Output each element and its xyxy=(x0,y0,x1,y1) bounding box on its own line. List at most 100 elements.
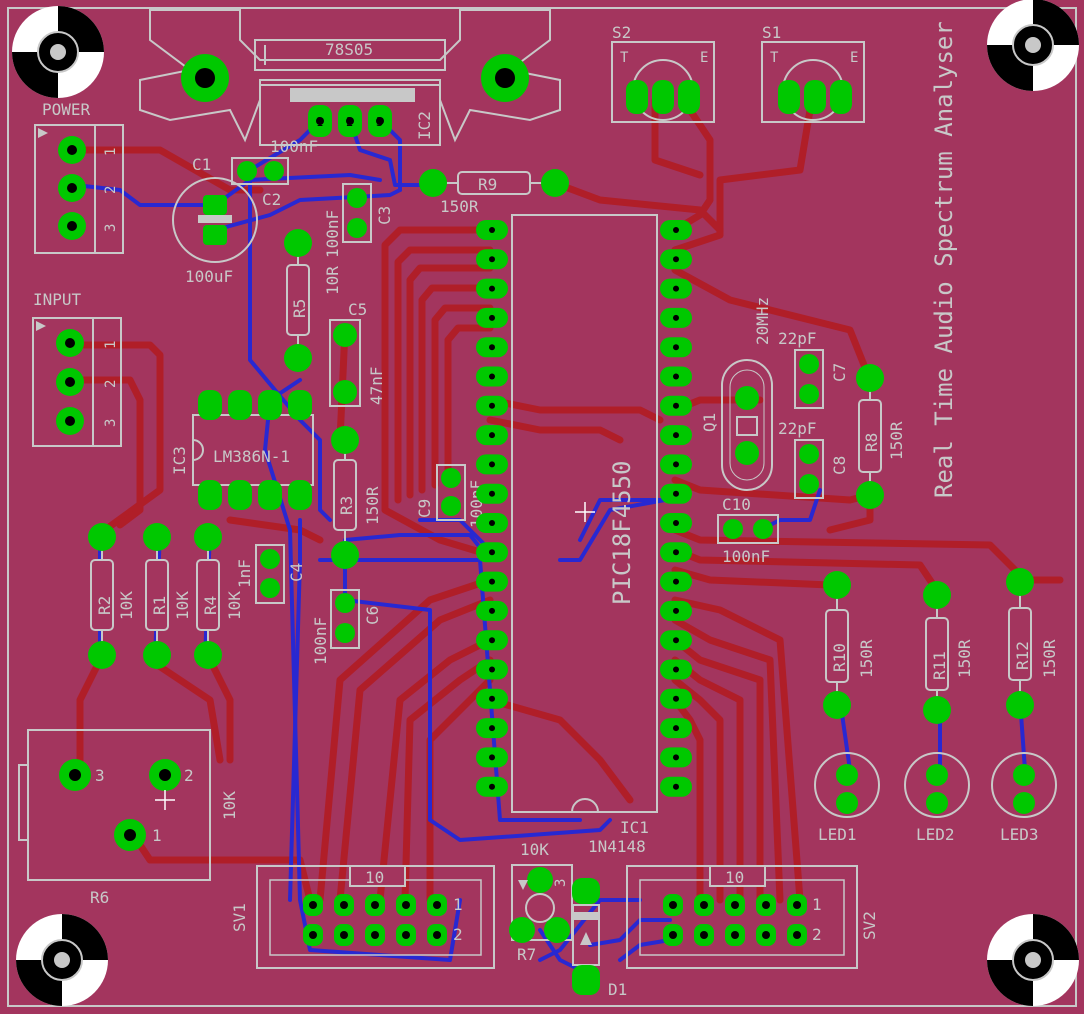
ic1-pin-hole xyxy=(489,578,495,585)
ic1-pin-hole xyxy=(673,607,679,614)
ic1-pin-hole xyxy=(489,754,495,761)
ic2-pin-hole-3 xyxy=(376,117,384,125)
r10-ref: R10 xyxy=(830,643,849,672)
ic1-pin-hole xyxy=(673,402,679,409)
r8-ref: R8 xyxy=(862,433,881,452)
ic1-microcontroller: PIC18F4550 IC1 xyxy=(476,214,692,837)
ic1-body xyxy=(511,214,658,813)
ic2-mounting-hole-right xyxy=(495,68,515,88)
r7-ref: R7 xyxy=(517,945,536,964)
c1-outline xyxy=(172,177,258,263)
s2-ref: S2 xyxy=(612,23,631,42)
mount-hole-bottom-left xyxy=(16,914,108,1006)
input-pin-label-3: 3 xyxy=(103,419,119,427)
d1-pad-top xyxy=(572,878,600,904)
c6-pad-1 xyxy=(335,593,355,613)
ic1-pin-hole xyxy=(489,637,495,644)
c9-ref: C9 xyxy=(415,499,434,518)
r6-hole-2 xyxy=(159,769,171,781)
ic1-pin-hole xyxy=(673,314,679,321)
ic2-pins: 1 2 3 xyxy=(308,105,392,137)
ic1-ref: IC1 xyxy=(620,818,649,837)
c5-capacitor: C5 47nF xyxy=(329,300,386,407)
header-pin-hole xyxy=(669,901,677,909)
r7-trimmer: 10K 3 R7 xyxy=(509,840,573,964)
r3-ref: R3 xyxy=(337,496,356,515)
r8-value: 150R xyxy=(887,421,906,460)
input-pin-label-1: 1 xyxy=(103,341,119,349)
s1-pad-2 xyxy=(804,80,826,114)
led2: LED2 xyxy=(904,752,970,844)
ic1-pin-hole xyxy=(673,520,679,526)
ic1-pin-hole xyxy=(673,227,679,233)
c8-pad-1 xyxy=(799,444,819,464)
s1-ref: S1 xyxy=(762,23,781,42)
c2-value: 100nF xyxy=(270,137,318,156)
q1-pad-2 xyxy=(735,441,759,465)
mount-hole-top-right xyxy=(987,0,1079,91)
c8-capacitor: 22pF C8 xyxy=(778,419,849,499)
c4-value: 1nF xyxy=(235,559,254,588)
r5-pad-2 xyxy=(284,344,312,372)
led3-outline xyxy=(991,752,1057,818)
c5-ref: C5 xyxy=(348,300,367,319)
header-pin-hole xyxy=(762,931,770,939)
power-connector-label: POWER xyxy=(42,100,91,119)
r6-shaft xyxy=(18,764,29,841)
c1-body-mark xyxy=(198,215,232,223)
r6-pin-label-3: 3 xyxy=(95,766,105,785)
c2-ref: C2 xyxy=(262,190,281,209)
r6-hole-1 xyxy=(124,829,136,841)
r10-pad-1 xyxy=(823,571,851,599)
header-pin-hole xyxy=(793,901,801,909)
r4-resistor: R4 10K xyxy=(194,523,244,669)
r2-pad-2 xyxy=(88,641,116,669)
q1-ref: Q1 xyxy=(700,413,719,432)
r9-resistor: R9 150R xyxy=(419,169,569,216)
power-connector-body xyxy=(34,124,124,254)
r12-pad-1 xyxy=(1006,568,1034,596)
r5-resistor: R5 10R xyxy=(284,229,342,372)
c1-value: 100uF xyxy=(185,267,233,286)
c10-pad-2 xyxy=(753,519,773,539)
ic2-pin-hole-2 xyxy=(346,117,354,125)
sv1-value: 10 xyxy=(365,868,384,887)
r1-pad-1 xyxy=(143,523,171,551)
r7-pad-3 xyxy=(527,867,553,893)
s1-pad-1 xyxy=(778,80,800,114)
r3-resistor: R3 150R xyxy=(331,426,382,569)
led2-pad-2 xyxy=(926,792,948,814)
ic2-ref: IC2 xyxy=(415,111,434,140)
c1-capacitor: C1 100uF xyxy=(172,155,258,286)
ic3-amplifier: LM386N-1 IC3 xyxy=(170,390,314,510)
r1-pad-2 xyxy=(143,641,171,669)
led2-outline xyxy=(904,752,970,818)
sv1-pins xyxy=(303,894,447,946)
ic2-regulator: 78S05 IC2 1 2 3 xyxy=(139,9,561,146)
q1-element xyxy=(736,416,758,436)
s2-e: E xyxy=(700,50,708,66)
c4-ref: C4 xyxy=(287,563,306,582)
ic1-pin-hole xyxy=(673,344,679,351)
ic1-pin-hole xyxy=(489,607,495,614)
power-pin-label-3: 3 xyxy=(103,224,119,232)
r12-ref: R12 xyxy=(1013,641,1032,670)
ic1-pin-hole xyxy=(489,725,495,732)
ic3-pins xyxy=(198,390,312,510)
r11-body xyxy=(925,617,949,691)
led3-pad-2 xyxy=(1013,792,1035,814)
ic1-pin-hole xyxy=(489,490,495,497)
header-pin-hole xyxy=(402,931,410,939)
r7-value: 10K xyxy=(520,840,549,859)
ic3-value: LM386N-1 xyxy=(213,447,290,466)
ic1-pin-hole xyxy=(673,578,679,585)
r1-value: 10K xyxy=(173,591,192,620)
led3-pad-1 xyxy=(1013,764,1035,786)
c2-pad-2 xyxy=(264,161,284,181)
input-connector-label: INPUT xyxy=(33,290,82,309)
r1-body xyxy=(145,559,169,631)
c7-capacitor: 22pF C7 xyxy=(778,329,849,409)
r7-dial xyxy=(525,893,555,923)
ic3-pin-pad-7 xyxy=(258,480,282,510)
r6-value: 10K xyxy=(220,791,239,820)
